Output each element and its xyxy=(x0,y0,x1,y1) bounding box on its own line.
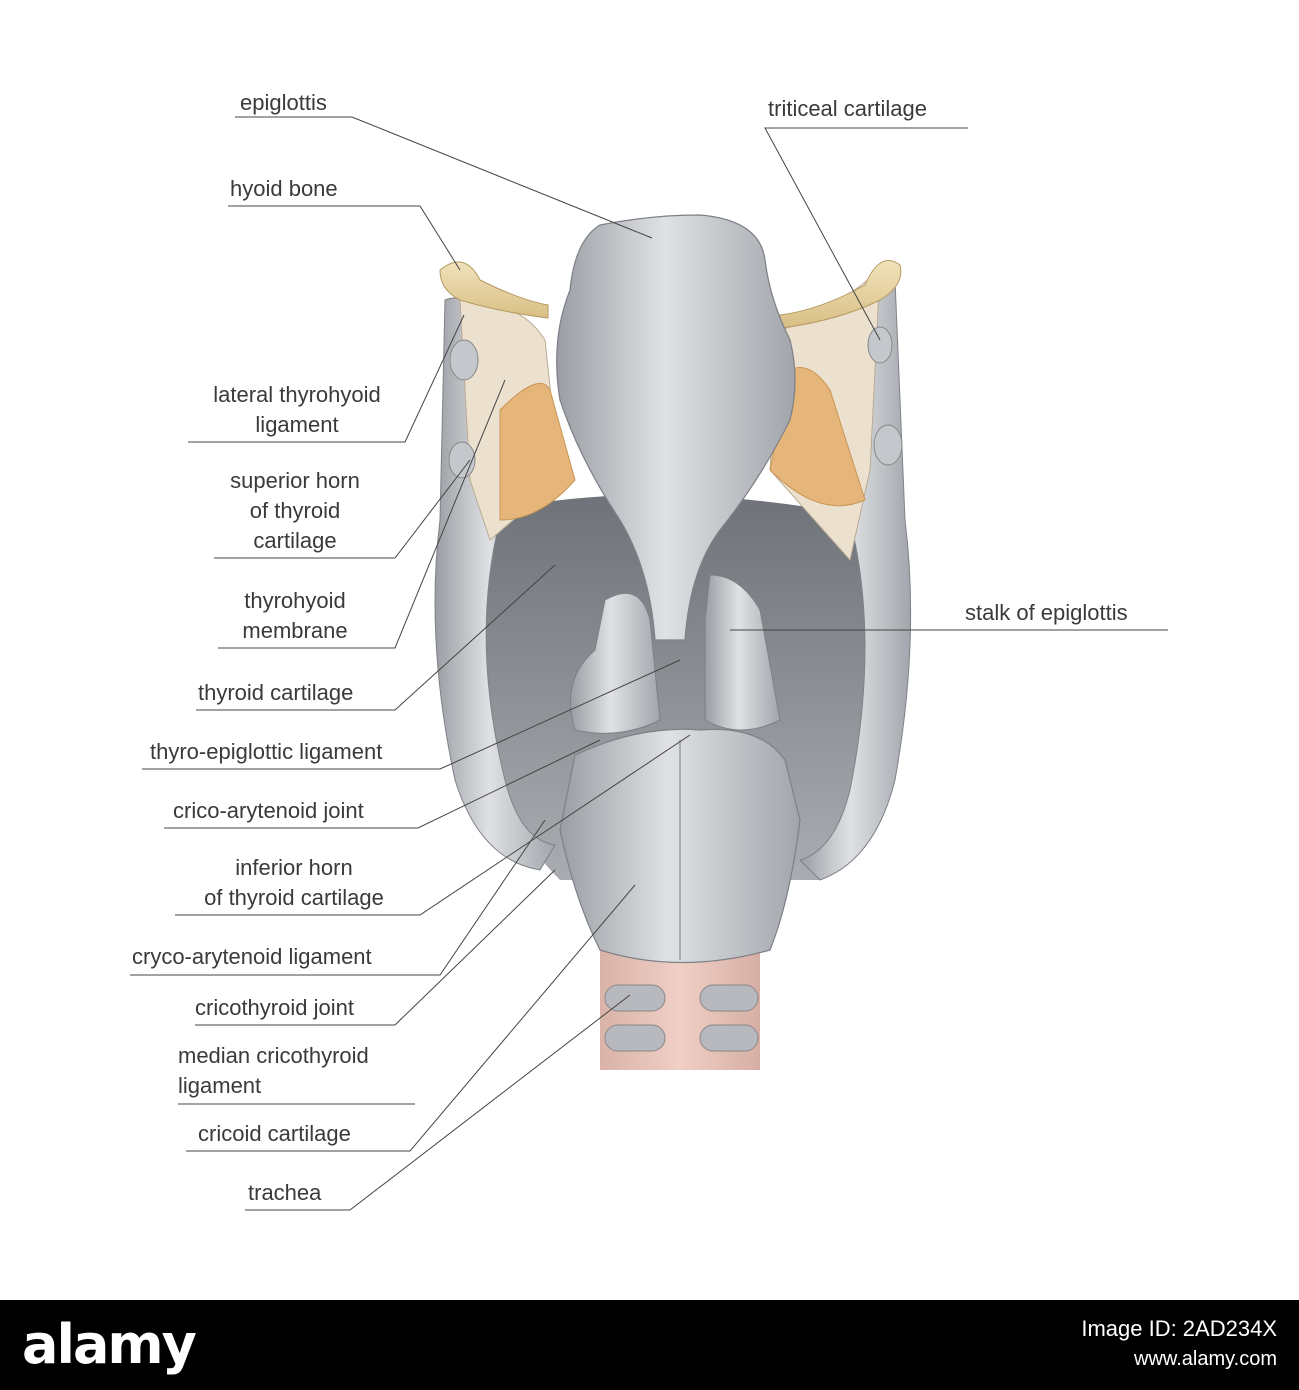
label-line: ligament xyxy=(255,412,339,437)
label-line: median cricothyroid xyxy=(178,1043,369,1068)
right-superior-horn-tip xyxy=(873,424,903,466)
image-id-line: Image ID: 2AD234X xyxy=(1081,1316,1277,1341)
right-arytenoid xyxy=(704,574,781,731)
right-triticeal-nodule xyxy=(867,326,893,364)
label-line: of thyroid cartilage xyxy=(204,885,384,910)
label-thyro-epiglottic-ligament: thyro-epiglottic ligament xyxy=(150,739,383,764)
watermark-footer: alamy Image ID: 2AD234X www.alamy.com xyxy=(0,1300,1299,1390)
left-superior-horn-tip xyxy=(448,441,476,479)
label-cricoid-cartilage: cricoid cartilage xyxy=(198,1121,351,1146)
label-crico-arytenoid-joint: crico-arytenoid joint xyxy=(173,798,364,823)
leader-lines xyxy=(130,116,1168,1211)
image-id: Image ID: 2AD234X www.alamy.com xyxy=(1081,1314,1277,1374)
label-median-cricothyroid-ligament: median cricothyroid ligament xyxy=(178,1041,369,1101)
epiglottis-shape xyxy=(556,214,796,641)
image-site-line: www.alamy.com xyxy=(1134,1348,1277,1370)
diagram-figure: epiglottis hyoid bone lateral thyrohyoid… xyxy=(130,90,1168,1211)
label-thyroid-cartilage: thyroid cartilage xyxy=(198,680,354,705)
label-line: cartilage xyxy=(253,528,337,553)
label-stalk-of-epiglottis: stalk of epiglottis xyxy=(965,600,1128,625)
trachea-shape xyxy=(600,950,760,1070)
label-line: thyrohyoid xyxy=(244,588,346,613)
label-triticeal-cartilage: triticeal cartilage xyxy=(768,96,927,121)
label-trachea: trachea xyxy=(248,1180,322,1205)
label-cricothyroid-joint: cricothyroid joint xyxy=(195,995,354,1020)
left-arytenoid xyxy=(570,592,661,734)
left-triticeal-nodule xyxy=(449,339,479,381)
hyoid-bone-shape xyxy=(439,261,549,319)
label-thyrohyoid-membrane: thyrohyoid membrane xyxy=(225,586,365,646)
label-inferior-horn: inferior horn of thyroid cartilage xyxy=(180,853,408,913)
label-line: ligament xyxy=(178,1073,262,1098)
label-hyoid-bone: hyoid bone xyxy=(230,176,338,201)
label-line: lateral thyrohyoid xyxy=(213,382,381,407)
label-cryco-arytenoid-ligament: cryco-arytenoid ligament xyxy=(132,944,372,969)
label-line: membrane xyxy=(242,618,348,643)
label-line: superior horn xyxy=(230,468,360,493)
alamy-logo: alamy xyxy=(22,1313,197,1376)
label-line: inferior horn xyxy=(235,855,353,880)
larynx-illustration xyxy=(130,116,1168,1211)
label-superior-horn: superior horn of thyroid cartilage xyxy=(212,466,378,556)
label-epiglottis: epiglottis xyxy=(240,90,327,115)
left-fat-pad xyxy=(499,382,576,521)
label-lateral-thyrohyoid-ligament: lateral thyrohyoid ligament xyxy=(192,380,402,440)
label-line: of thyroid xyxy=(249,498,341,523)
